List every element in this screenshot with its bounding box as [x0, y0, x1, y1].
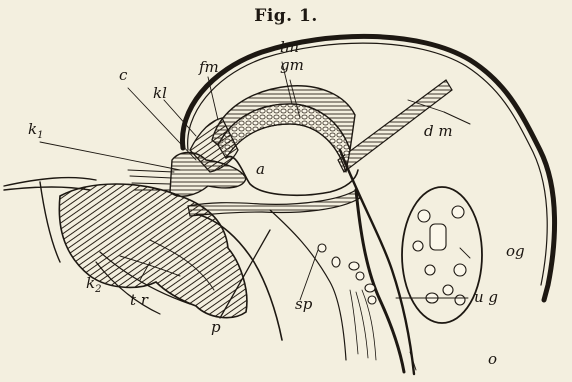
ventricle-a — [226, 156, 358, 195]
label-o: o — [488, 352, 497, 367]
label-k1-main: k — [28, 120, 37, 138]
og-oval — [402, 187, 482, 323]
label-dm: d m — [424, 124, 453, 139]
label-k2-main: k — [86, 274, 95, 292]
label-p: p — [211, 320, 221, 335]
label-k2: k2 — [86, 276, 101, 297]
label-ug: u g — [474, 290, 498, 305]
label-tr: t r — [130, 293, 148, 308]
label-k1: k1 — [28, 122, 43, 143]
label-k2-sub: 2 — [95, 284, 101, 295]
label-og: og — [506, 244, 525, 259]
label-k1-sub: 1 — [37, 130, 43, 141]
label-c: c — [119, 68, 127, 83]
label-fm: fm — [199, 60, 219, 75]
label-a: a — [256, 162, 265, 177]
label-gm: gm — [280, 58, 304, 73]
trunk-outline — [356, 190, 404, 372]
ug-cells — [318, 244, 376, 304]
label-sp: sp — [295, 297, 312, 312]
label-lm: lm — [280, 40, 299, 55]
label-kl: kl — [153, 86, 167, 101]
og-cells — [413, 206, 466, 305]
